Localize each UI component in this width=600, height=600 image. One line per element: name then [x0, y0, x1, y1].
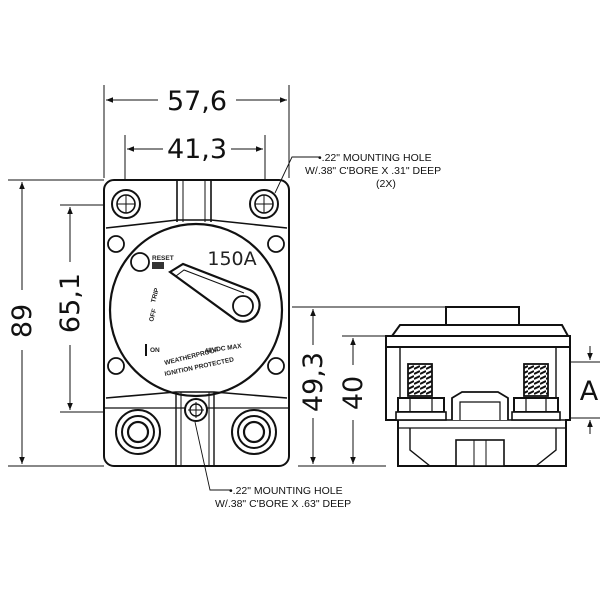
bottom-hole-note: •.22" MOUNTING HOLE W/.38" C'BORE X .63"… [194, 421, 351, 510]
bottom-mounting-hole [184, 398, 208, 422]
corner-screw-icon [267, 235, 285, 253]
top-right-mounting-hole [249, 189, 279, 219]
side-height-b-dimension: 40 [338, 335, 392, 464]
off-label: OFF [148, 308, 158, 322]
corner-screw-icon [107, 357, 125, 375]
overall-height-dimension: 89 [7, 179, 104, 467]
on-label: ON [150, 347, 160, 354]
reset-tag-icon [152, 262, 164, 269]
top-left-mounting-hole [111, 189, 141, 219]
corner-screw-icon [267, 357, 285, 375]
hole-spacing-label: 41,3 [167, 134, 227, 165]
side-height-a-dimension: 49,3 [292, 306, 445, 467]
breaker-lever [168, 262, 261, 323]
side-view [385, 306, 571, 467]
top-hole-note-line1: •.22" MOUNTING HOLE [318, 152, 432, 164]
hole-spacing-dimension: 41,3 [124, 134, 266, 190]
overall-width-dimension: 57,6 [103, 85, 290, 178]
corner-screw-icon [107, 235, 125, 253]
top-hole-note: •.22" MOUNTING HOLE W/.38" C'BORE X .31"… [274, 152, 441, 194]
overall-width-label: 57,6 [167, 86, 227, 117]
left-terminal-stud [115, 409, 161, 455]
overall-height-label: 89 [7, 304, 38, 338]
side-height-a-label: 49,3 [298, 352, 329, 412]
hole-vertical-label: 65,1 [55, 273, 86, 333]
trip-label: TRIP [150, 287, 161, 304]
reset-label: RESET [152, 255, 174, 262]
reset-button-icon [130, 252, 150, 272]
terminal-label: A [580, 376, 599, 407]
top-hole-note-line3: (2X) [376, 178, 396, 190]
bottom-hole-note-line1: •.22" MOUNTING HOLE [229, 485, 343, 497]
side-right-stud [511, 363, 561, 421]
bottom-hole-note-line2: W/.38" C'BORE X .63" DEEP [215, 498, 351, 510]
front-view: RESET 150A OFF TRIP ON 48VDC MAX WEATHER… [103, 179, 290, 467]
side-left-stud [395, 363, 447, 421]
top-hole-note-line2: W/.38" C'BORE X .31" DEEP [305, 165, 441, 177]
current-rating-label: 150A [207, 248, 256, 270]
right-terminal-stud [231, 409, 277, 455]
side-height-b-label: 40 [338, 376, 369, 410]
